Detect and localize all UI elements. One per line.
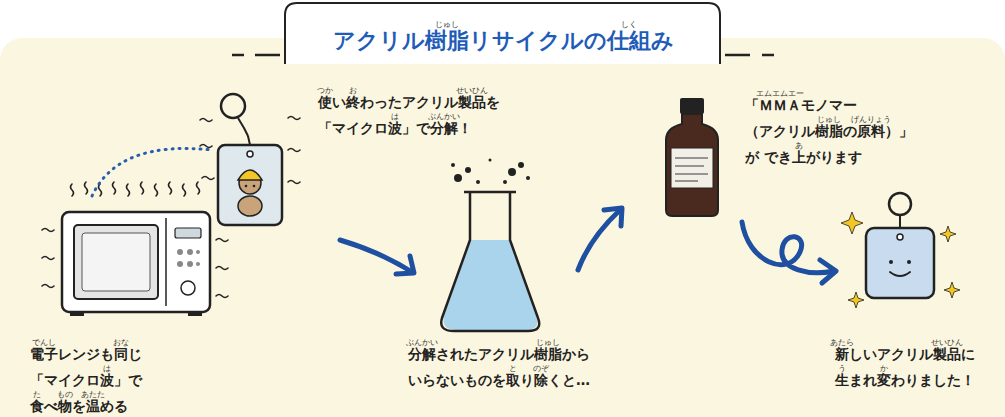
heat-line — [42, 285, 54, 288]
furigana: は — [103, 364, 111, 373]
heat-line — [200, 145, 212, 148]
heat-line — [155, 184, 158, 196]
caption: 電子レンジも同じ「マイクロ波」で 食べ物を温める — [30, 341, 142, 417]
furigana: ぶんかい — [428, 112, 460, 121]
furigana: じゅし — [536, 338, 560, 347]
heat-line — [99, 184, 102, 196]
heat-line — [141, 182, 144, 194]
furigana: じゅし — [435, 20, 459, 29]
heat-line — [288, 149, 300, 152]
old-keychain — [218, 94, 282, 225]
heat-lines — [42, 117, 300, 298]
caption: 新しいアクリル製品に 生まれ変わりました！ — [835, 341, 975, 393]
heat-line — [197, 182, 200, 194]
monomer-bottle — [666, 98, 718, 216]
dotted-path — [92, 148, 212, 196]
heat-line — [288, 181, 300, 184]
caption: 使い終わったアクリル製品を 「マイクロ波」で分解！ — [318, 89, 500, 141]
heat-line — [113, 182, 116, 194]
furigana: あたた — [81, 390, 105, 399]
furigana: と — [509, 364, 517, 373]
title: アクリル樹脂リサイクルの仕組み — [333, 26, 674, 56]
title-tab — [285, 3, 720, 64]
furigana: つか — [317, 86, 333, 95]
furigana: のぞ — [533, 364, 549, 373]
caption: 「ＭＭＡモノマー （アクリル樹脂の原料）」が でき上がります — [745, 92, 913, 170]
furigana: か — [880, 364, 888, 373]
heat-line — [216, 239, 228, 242]
caption: 分解されたアクリル樹脂から いらないものを取り除くと… — [408, 341, 590, 393]
furigana: エムエムエー — [756, 89, 804, 98]
heat-line — [169, 182, 172, 194]
furigana: げんりょう — [851, 115, 891, 124]
heat-line — [42, 257, 54, 260]
title-dashes — [232, 54, 774, 57]
furigana: しく — [621, 20, 637, 29]
new-keychain — [841, 193, 960, 308]
heat-line — [42, 229, 54, 232]
heat-line — [202, 177, 214, 180]
furigana: あ — [795, 141, 803, 150]
heat-line — [183, 184, 186, 196]
flask — [441, 159, 539, 332]
furigana: あたら — [830, 338, 854, 347]
heat-line — [127, 184, 130, 196]
furigana: せいひん — [456, 86, 488, 95]
furigana: おな — [113, 338, 129, 347]
furigana: でんし — [32, 338, 56, 347]
furigana: う — [838, 364, 846, 373]
heat-line — [216, 267, 228, 270]
background-panel — [0, 38, 1005, 417]
furigana: もの — [57, 390, 73, 399]
furigana: ぶんかい — [406, 338, 438, 347]
furigana: は — [391, 112, 399, 121]
heat-line — [216, 295, 228, 298]
heat-line — [85, 182, 88, 194]
furigana: た — [33, 390, 41, 399]
heat-line — [71, 184, 74, 196]
heat-line — [288, 117, 300, 120]
microwave — [62, 212, 210, 316]
heat-line — [200, 119, 212, 122]
flow-arrows — [340, 208, 836, 283]
furigana: せいひん — [931, 338, 963, 347]
furigana: じゅし — [817, 115, 841, 124]
furigana: お — [349, 86, 357, 95]
